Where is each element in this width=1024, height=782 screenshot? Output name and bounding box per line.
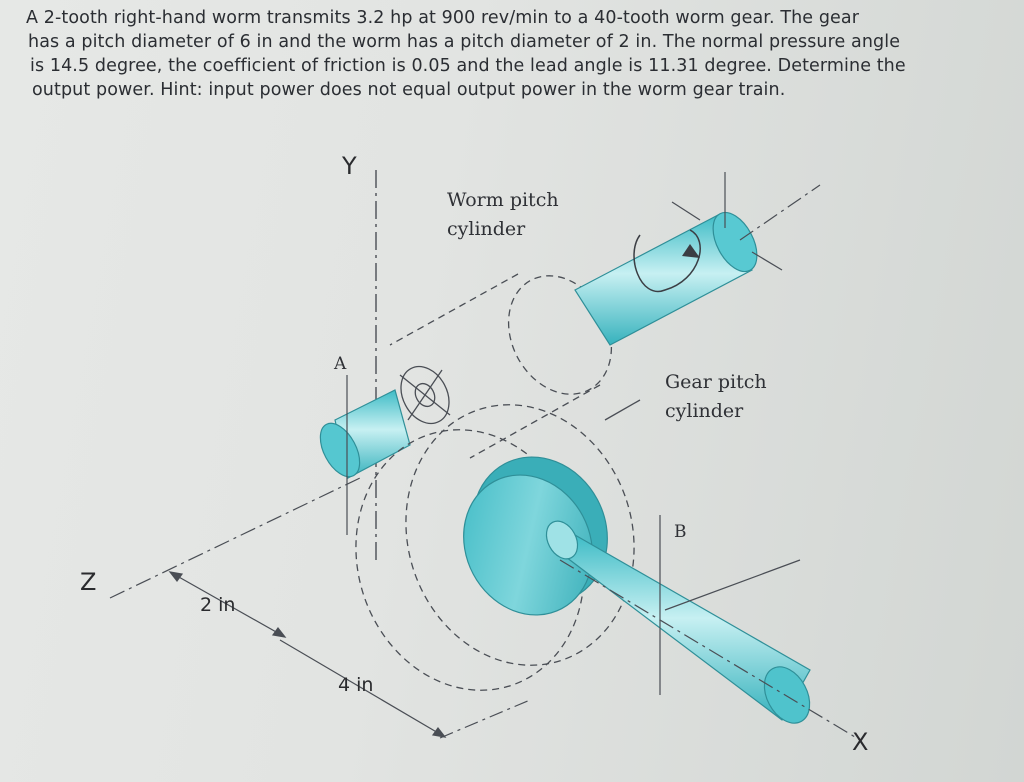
z-axis-label: Z	[80, 568, 97, 596]
y-axis-label: Y	[342, 152, 357, 180]
rotation-arrowhead-icon	[682, 244, 700, 258]
gear-shaft	[545, 520, 811, 724]
problem-line: output power. Hint: input power does not…	[32, 80, 786, 100]
gear-pitch-cylinder-label: Gear pitch cylinder	[665, 368, 767, 426]
z-axis-line	[109, 477, 361, 599]
worm-label-line-2: cylinder	[447, 218, 526, 240]
dimension-4in	[279, 639, 531, 739]
gear-hub	[463, 456, 608, 616]
rotation-arrow-icon	[633, 229, 701, 293]
worm-ref-tick-2	[751, 251, 783, 271]
dimension-4in-label: 4 in	[338, 674, 374, 696]
problem-statement: A 2-tooth right-hand worm transmits 3.2 …	[22, 6, 982, 102]
problem-line: is 14.5 degree, the coefficient of frict…	[30, 56, 906, 76]
problem-line: has a pitch diameter of 6 in and the wor…	[28, 32, 901, 52]
worm-pitch-cylinder-label: Worm pitch cylinder	[447, 186, 559, 244]
problem-line: A 2-tooth right-hand worm transmits 3.2 …	[26, 8, 860, 28]
worm-gear-diagram	[109, 170, 861, 741]
dimension-2in-label: 2 in	[200, 594, 236, 616]
worm-centerline	[739, 184, 821, 241]
b-ref-arm	[664, 559, 801, 611]
worm-ref-tick-1	[671, 201, 701, 221]
x-axis-label: X	[852, 728, 869, 756]
worm-label-line-1: Worm pitch	[447, 189, 559, 211]
x-axis-line	[559, 559, 861, 741]
dimension-2in	[168, 571, 287, 638]
worm-gear-figure: Y Z X A B Worm pitch cylinder Gear pitch…	[40, 140, 940, 782]
gear-label-leader	[604, 399, 641, 421]
small-shaft-a	[319, 389, 411, 479]
worm-end-circles	[399, 365, 451, 425]
gear-label-line-2: cylinder	[665, 400, 744, 422]
point-b-label: B	[674, 522, 687, 542]
point-a-label: A	[334, 354, 347, 374]
gear-label-line-1: Gear pitch	[665, 371, 767, 393]
worm-shaft	[574, 211, 758, 346]
